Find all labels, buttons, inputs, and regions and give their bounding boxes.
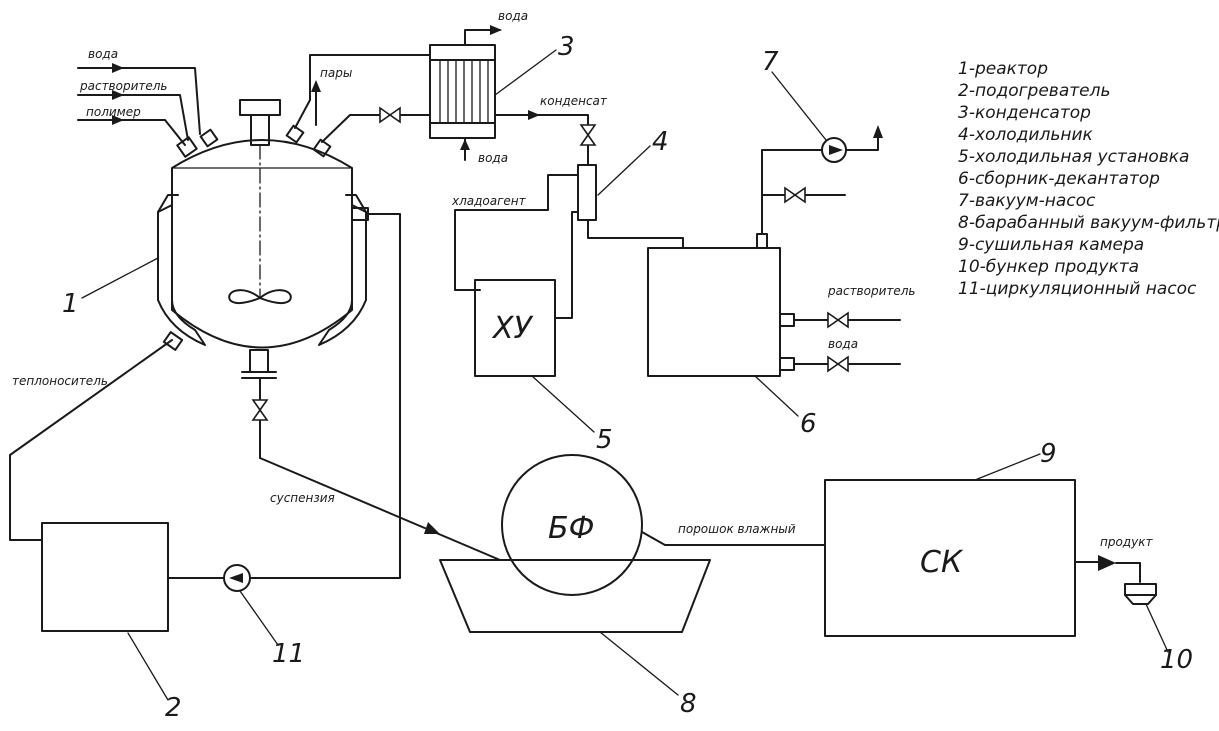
- number-9: 9: [1040, 439, 1057, 469]
- legend-item: 5-холодильная установка: [958, 147, 1189, 167]
- valve-water: [827, 355, 849, 373]
- legend-item: 2-подогреватель: [958, 81, 1111, 101]
- label-water-in: вода: [88, 47, 118, 61]
- heater: [41, 522, 169, 632]
- label-wet-powder: порошок влажный: [678, 522, 796, 536]
- label-solvent-tank: растворитель: [827, 284, 916, 298]
- legend-item: 6-сборник-декантатор: [958, 169, 1160, 189]
- vapor-lines: [294, 54, 431, 143]
- valve-condensate: [579, 124, 597, 146]
- label-condensate: конденсат: [540, 94, 608, 108]
- legend-item: 8-барабанный вакуум-фильтр: [958, 213, 1219, 233]
- label-product: продукт: [1100, 535, 1153, 549]
- drum-filter-label: БФ: [548, 511, 594, 546]
- legend-item: 4-холодильник: [958, 125, 1094, 145]
- number-4: 4: [652, 127, 669, 157]
- number-6: 6: [800, 409, 817, 439]
- number-10: 10: [1160, 645, 1193, 675]
- label-water-tank: вода: [828, 337, 858, 351]
- heat-carrier-loop: [9, 213, 401, 579]
- cooler: [454, 164, 684, 319]
- circulation-pump: [223, 564, 251, 592]
- legend-item: 9-сушильная камера: [958, 235, 1144, 255]
- decanter: [647, 149, 901, 377]
- chiller-unit: [474, 279, 556, 377]
- label-vapors: пары: [320, 66, 352, 80]
- number-7: 7: [762, 47, 779, 77]
- number-3: 3: [558, 32, 575, 62]
- number-8: 8: [680, 689, 697, 719]
- legend-item: 11-циркуляционный насос: [958, 279, 1197, 299]
- label-coolant: хладоагент: [451, 194, 527, 208]
- valve-suspension: [251, 399, 269, 421]
- legend-item: 7-вакуум-насос: [958, 191, 1096, 211]
- valve-solvent: [827, 311, 849, 329]
- condenser: [429, 25, 597, 166]
- valve-vacuum-bleed: [784, 186, 806, 204]
- reactor-feed-lines: [77, 63, 201, 146]
- label-water-out-top: вода: [498, 9, 528, 23]
- dryer-label: СК: [920, 545, 964, 580]
- number-5: 5: [596, 425, 613, 455]
- legend: 1-реактор 2-подогреватель 3-конденсатор …: [958, 59, 1219, 299]
- label-solvent-in: растворитель: [79, 79, 168, 93]
- legend-item: 1-реактор: [958, 59, 1048, 79]
- valve-condenser-inlet: [379, 106, 401, 124]
- legend-item: 10-бункер продукта: [958, 257, 1139, 277]
- number-2: 2: [165, 693, 182, 723]
- suspension-line: [251, 377, 501, 561]
- product-bunker: [1124, 583, 1157, 605]
- number-11: 11: [272, 639, 305, 669]
- label-suspension: суспензия: [270, 491, 335, 505]
- label-water-in-bottom: вода: [478, 151, 508, 165]
- reactor: [157, 99, 369, 379]
- drum-vacuum-filter: [439, 454, 826, 633]
- leader-lines: [81, 49, 1169, 701]
- label-polymer-in: полимер: [86, 105, 141, 119]
- vacuum-pump: [821, 125, 883, 163]
- number-1: 1: [62, 289, 79, 319]
- drying-chamber: [824, 479, 1141, 637]
- label-heat-carrier: теплоноситель: [12, 374, 108, 388]
- legend-item: 3-конденсатор: [958, 103, 1091, 123]
- chiller-label: ХУ: [491, 311, 534, 346]
